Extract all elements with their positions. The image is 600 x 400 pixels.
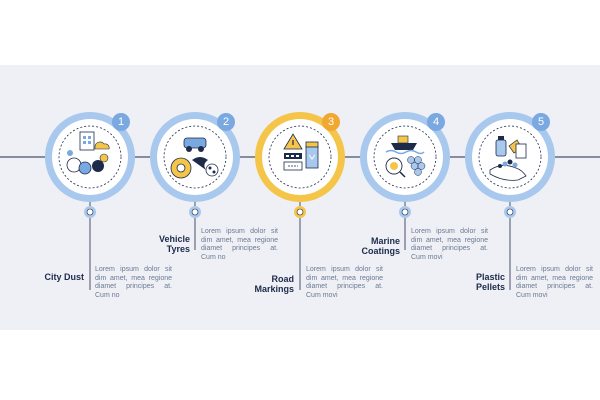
step-4-inner-disc	[367, 119, 443, 195]
city-dust-icon	[66, 131, 110, 175]
step-1-dashed-ring	[58, 125, 122, 189]
road-markings-icon	[283, 133, 319, 171]
step-4-number-badge	[427, 113, 445, 131]
step-5-title: Plastic Pellets	[475, 272, 505, 292]
step-1-title: City Dust	[44, 272, 84, 282]
step-2-number-badge	[217, 113, 235, 131]
step-1-number-badge	[112, 113, 130, 131]
step-3	[255, 112, 345, 290]
plastic-pellets-icon	[489, 136, 527, 181]
step-4-title: Marine Coatings	[361, 236, 400, 256]
step-2-number: 2	[222, 116, 230, 128]
step-4-number: 4	[432, 116, 440, 128]
step-3-number: 3	[327, 116, 335, 128]
step-4-description: Lorem ipsum dolor sit dim amet, mea regi…	[411, 228, 488, 261]
step-5	[465, 112, 555, 290]
step-3-marker-inner	[296, 208, 304, 216]
step-2-marker-inner	[191, 208, 199, 216]
step-4-dashed-ring	[373, 125, 437, 189]
step-2-description: Lorem ipsum dolor sit dim amet, mea regi…	[201, 228, 278, 261]
step-2-dashed-ring	[163, 125, 227, 189]
step-5-number: 5	[537, 116, 545, 128]
step-5-description: Lorem ipsum dolor sit dim amet, mea regi…	[516, 266, 593, 299]
step-1-inner-disc	[52, 119, 128, 195]
step-3-title: Road Markings	[254, 274, 294, 294]
step-2	[150, 112, 240, 250]
step-4	[360, 112, 450, 250]
step-1	[45, 112, 135, 290]
step-5-inner-disc	[472, 119, 548, 195]
step-1-marker-inner	[86, 208, 94, 216]
step-2-title: Vehicle Tyres	[158, 234, 190, 254]
step-1-number: 1	[117, 116, 125, 128]
step-3-description: Lorem ipsum dolor sit dim amet, mea regi…	[306, 266, 383, 299]
marine-coatings-icon	[385, 135, 426, 178]
step-3-number-badge	[322, 113, 340, 131]
step-5-number-badge	[532, 113, 550, 131]
step-1-description: Lorem ipsum dolor sit dim amet, mea regi…	[95, 266, 172, 299]
step-5-marker-inner	[506, 208, 514, 216]
step-3-dashed-ring	[268, 125, 332, 189]
vehicle-tyres-icon	[170, 137, 219, 179]
step-5-dashed-ring	[478, 125, 542, 189]
step-4-marker-inner	[401, 208, 409, 216]
